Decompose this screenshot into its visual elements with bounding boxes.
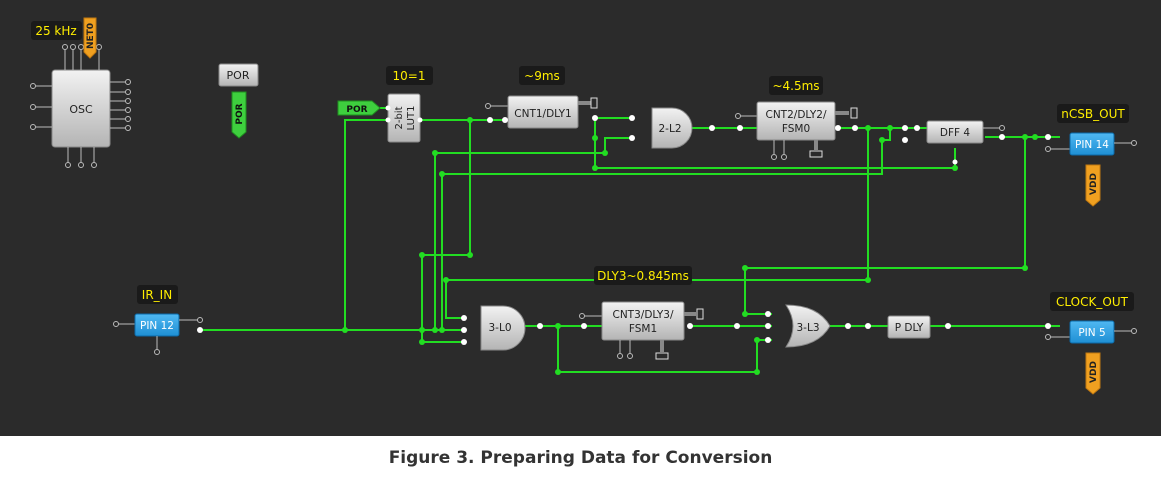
svg-text:2-bit: 2-bit [394, 106, 405, 129]
and-gate-2-l2[interactable]: 2-L2 [651, 107, 693, 149]
osc-block[interactable]: OSC [30, 44, 131, 168]
svg-text:PIN 12: PIN 12 [140, 320, 174, 332]
cnt3-block[interactable]: CNT3/DLY3/ FSM1 [579, 301, 704, 360]
ncsb-out-label: nCSB_OUT [1057, 104, 1129, 123]
svg-text:CNT2/DLY2/: CNT2/DLY2/ [766, 109, 827, 121]
cnt1-block[interactable]: CNT1/DLY1 [485, 95, 598, 129]
schematic-canvas: OSC 25 kHz NET0 POR POR POR 10=1 [0, 0, 1161, 436]
por-block[interactable]: POR [218, 63, 259, 87]
por-input-tag: POR [337, 100, 381, 116]
svg-text:3-L3: 3-L3 [797, 322, 820, 334]
svg-text:LUT1: LUT1 [406, 106, 417, 131]
port-dots [197, 105, 1051, 345]
lut-config-label: 10=1 [386, 66, 433, 85]
svg-text:3-L0: 3-L0 [489, 322, 512, 334]
svg-text:2-L2: 2-L2 [659, 123, 682, 135]
svg-text:CLOCK_OUT: CLOCK_OUT [1056, 295, 1129, 309]
net0-tag: NET0 [83, 17, 97, 59]
clock-out-label: CLOCK_OUT [1050, 292, 1134, 311]
dff4-block[interactable]: DFF 4 [926, 120, 1005, 144]
svg-text:VDD: VDD [1089, 173, 1099, 195]
svg-text:POR: POR [227, 69, 250, 82]
svg-text:25 kHz: 25 kHz [35, 24, 76, 38]
svg-text:~9ms: ~9ms [524, 69, 560, 83]
svg-text:POR: POR [346, 105, 367, 115]
svg-text:10=1: 10=1 [393, 69, 426, 83]
svg-text:PIN 5: PIN 5 [1078, 327, 1105, 339]
svg-text:~4.5ms: ~4.5ms [772, 79, 819, 93]
figure-caption: Figure 3. Preparing Data for Conversion [388, 448, 773, 468]
svg-text:FSM1: FSM1 [629, 323, 657, 335]
por-output-tag: POR [231, 91, 247, 139]
svg-text:DLY3~0.845ms: DLY3~0.845ms [597, 269, 689, 283]
pin14[interactable]: PIN 14 [1045, 132, 1137, 156]
or-gate-3-l3[interactable]: 3-L3 [785, 304, 831, 348]
lut1-block[interactable]: 2-bit LUT1 [387, 93, 421, 143]
schematic-svg: OSC 25 kHz NET0 POR POR POR 10=1 [30, 17, 1137, 395]
pin5[interactable]: PIN 5 [1045, 320, 1137, 344]
wire-junctions [342, 117, 1038, 375]
ir-in-label: IR_IN [137, 285, 178, 304]
dly3-time-label: DLY3~0.845ms [594, 266, 692, 285]
svg-text:IR_IN: IR_IN [142, 288, 172, 302]
svg-text:NET0: NET0 [86, 23, 96, 49]
svg-text:CNT1/DLY1: CNT1/DLY1 [514, 108, 571, 120]
and-gate-3-l0[interactable]: 3-L0 [480, 305, 526, 351]
svg-text:DFF 4: DFF 4 [940, 127, 971, 139]
svg-text:FSM0: FSM0 [782, 123, 810, 135]
osc-freq-label: 25 kHz [31, 21, 82, 40]
svg-text:P DLY: P DLY [895, 322, 924, 334]
pdly-block[interactable]: P DLY [887, 315, 931, 339]
cnt1-time-label: ~9ms [519, 66, 565, 85]
svg-text:nCSB_OUT: nCSB_OUT [1061, 107, 1125, 121]
pin12[interactable]: PIN 12 [113, 313, 203, 355]
vdd-tag-pin14: VDD [1085, 164, 1101, 207]
vdd-tag-pin5: VDD [1085, 352, 1101, 395]
svg-text:PIN 14: PIN 14 [1075, 139, 1109, 151]
svg-text:POR: POR [235, 103, 245, 124]
cnt2-block[interactable]: CNT2/DLY2/ FSM0 [735, 101, 858, 160]
cnt2-time-label: ~4.5ms [769, 76, 823, 95]
osc-label: OSC [69, 103, 93, 116]
svg-text:CNT3/DLY3/: CNT3/DLY3/ [613, 309, 674, 321]
svg-text:VDD: VDD [1089, 361, 1099, 383]
